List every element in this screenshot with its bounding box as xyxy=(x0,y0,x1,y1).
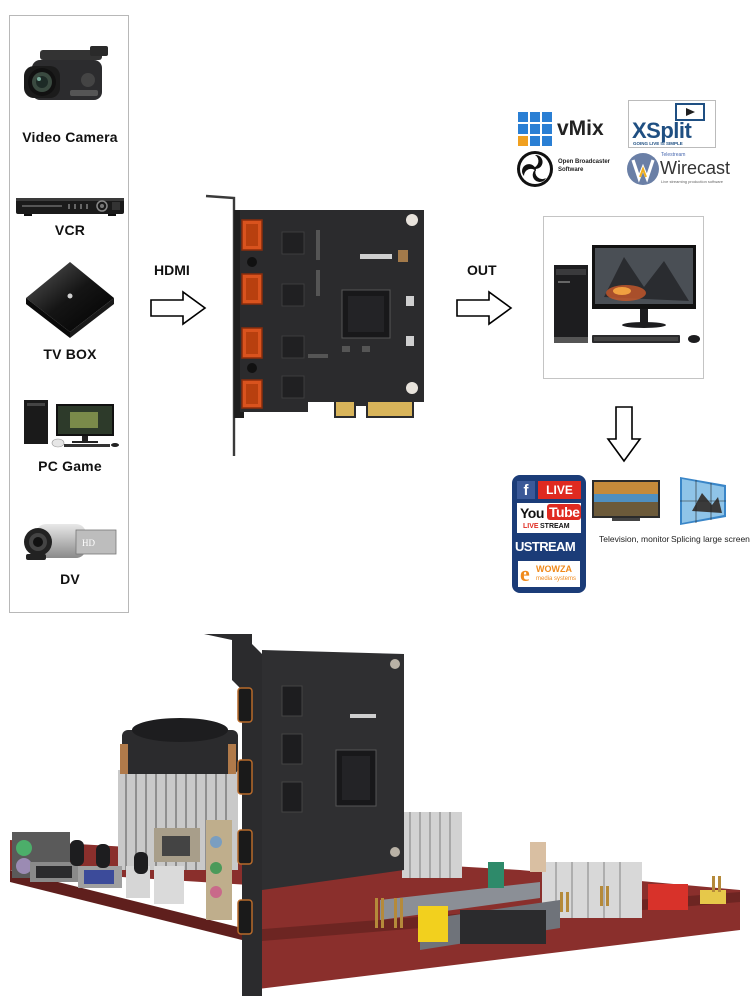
desktop-computer-icon xyxy=(554,245,700,343)
source-label-video-camera: Video Camera xyxy=(22,129,118,145)
wowza-logo: e WOWZA media systems xyxy=(518,561,580,587)
wowza-e-icon: e xyxy=(520,561,530,586)
ustream-logo: USTREAM xyxy=(515,539,576,554)
source-label-pc-game: PC Game xyxy=(38,458,102,474)
installed-capture-card xyxy=(204,634,404,996)
dv-camcorder-icon: HD xyxy=(24,524,117,560)
video-wall-icon xyxy=(680,477,726,525)
youtube-live: LIVE xyxy=(523,523,539,530)
down-arrow-icon xyxy=(606,406,642,463)
source-label-vcr: VCR xyxy=(54,222,86,238)
wirecast-tagline: Live streaming production software xyxy=(661,179,724,184)
hdmi-port xyxy=(237,829,253,865)
source-label-tv-box: TV BOX xyxy=(43,346,97,362)
xsplit-tagline: GOING LIVE IS SIMPLE xyxy=(633,141,683,146)
hdmi-input-label: HDMI xyxy=(154,262,190,278)
tv-box-icon xyxy=(26,262,114,338)
hdmi-capture-card xyxy=(205,194,424,456)
television-icon xyxy=(592,480,660,521)
xsplit-logo: XSplit GOING LIVE IS SIMPLE xyxy=(628,100,716,148)
obs-label-line1: Open Broadcaster xyxy=(558,159,611,165)
facebook-logo: f xyxy=(517,481,535,499)
streaming-software-logos: vMix XSplit GOING LIVE IS SIMPLE Open Br… xyxy=(510,95,740,195)
hdmi-port xyxy=(241,273,263,305)
hdmi-port xyxy=(241,379,263,409)
hdmi-port xyxy=(237,899,253,935)
vmix-label: vMix xyxy=(557,117,604,140)
capture-card-installed-on-motherboard xyxy=(10,634,740,996)
right-arrow-icon xyxy=(150,290,207,326)
wowza-sub-label: media systems xyxy=(536,576,577,582)
hdmi-port xyxy=(237,759,253,795)
svg-text:HD: HD xyxy=(82,538,95,548)
video-camera-icon xyxy=(24,46,108,100)
hdmi-port xyxy=(237,687,253,723)
play-icon xyxy=(675,103,705,121)
source-devices-panel: Video Camera VCR TV BOX xyxy=(9,15,129,613)
vmix-logo-icon xyxy=(518,112,552,146)
wirecast-brand: Telestream xyxy=(661,152,686,158)
out-label: OUT xyxy=(467,262,497,278)
right-arrow-icon xyxy=(456,290,513,326)
wowza-label: WOWZA xyxy=(536,564,572,574)
television-monitor-label: Television, monitor xyxy=(599,534,670,544)
facebook-live-label: LIVE xyxy=(538,481,581,499)
obs-logo-icon xyxy=(517,151,553,187)
obs-label-line2: Software xyxy=(558,167,584,173)
youtube-stream: STREAM xyxy=(540,523,570,530)
wirecast-label: Wirecast xyxy=(660,158,731,178)
xsplit-label: XSplit xyxy=(632,118,692,143)
youtube-logo: You Tube LIVE STREAM xyxy=(517,503,582,533)
pc-game-icon xyxy=(24,400,119,448)
computer-display-box xyxy=(543,216,704,379)
hdmi-port xyxy=(241,219,263,251)
pcie-gold-contacts xyxy=(336,402,412,416)
youtube-you: You xyxy=(520,505,544,521)
youtube-tube: Tube xyxy=(547,504,582,520)
hdmi-port xyxy=(241,327,263,359)
source-label-dv: DV xyxy=(60,571,80,587)
rear-io-ports xyxy=(12,820,232,920)
vcr-icon xyxy=(16,198,124,216)
wirecast-logo-icon xyxy=(627,153,659,185)
splicing-screen-label: Splicing large screen xyxy=(671,534,750,544)
streaming-platforms-badge: f LIVE You Tube LIVE STREAM USTREAM e WO… xyxy=(512,475,586,593)
